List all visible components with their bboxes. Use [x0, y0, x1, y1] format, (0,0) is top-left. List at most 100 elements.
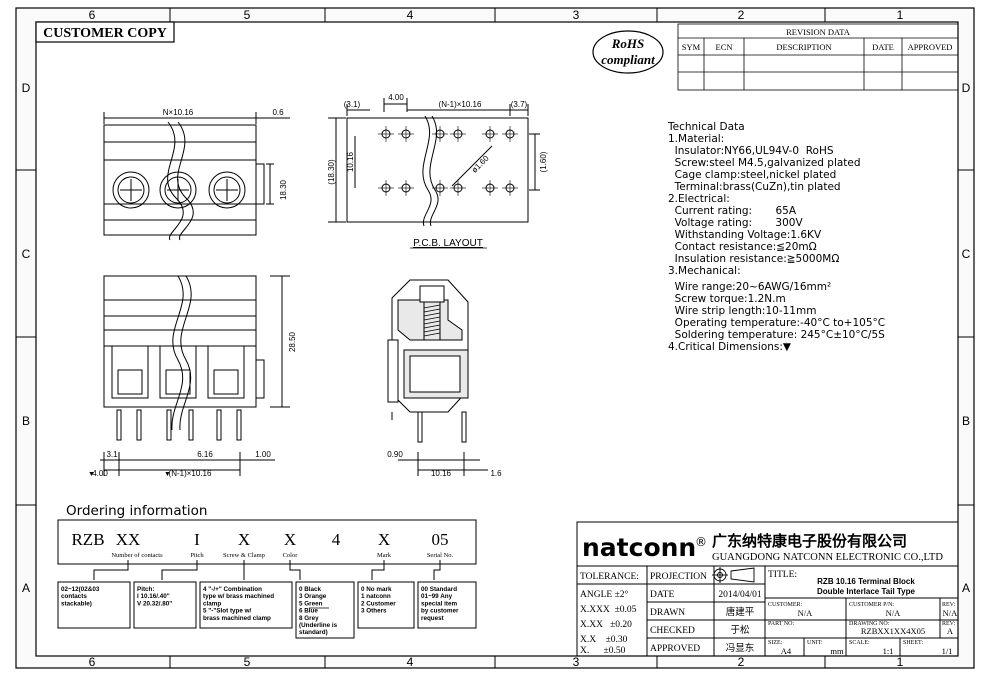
- order-option-line: type w/ brass machined: [203, 593, 274, 600]
- order-option-line: 5 "-"Slot type w/: [203, 608, 252, 615]
- date-value: 2014/04/01: [718, 590, 762, 600]
- row-left-C: C: [22, 247, 31, 261]
- order-option-line: brass machined clamp: [203, 615, 271, 622]
- tech-line: Insulation resistance:≧5000MΩ: [668, 253, 839, 265]
- code-pitch: I: [194, 530, 200, 549]
- side-pin-width-label: 1.6: [490, 469, 502, 478]
- sheet-label: SHEET:: [903, 640, 923, 646]
- order-box-contacts: [57, 581, 131, 629]
- order-box-pitch: [133, 581, 197, 629]
- row-left-B: B: [22, 414, 30, 428]
- top-edge-label: 0.6: [272, 108, 284, 117]
- rohs-badge: [592, 30, 664, 74]
- row-left-D: D: [22, 81, 31, 95]
- row-right-B: B: [962, 414, 970, 428]
- revision-title: REVISION DATA: [786, 27, 851, 37]
- checked-value: 于松: [730, 624, 750, 636]
- customer-value: N/A: [798, 608, 814, 618]
- code-serial: 05: [432, 530, 449, 549]
- pcb-row-pitch: 10.16: [346, 151, 355, 172]
- order-option-line: 00 Standard: [421, 586, 457, 593]
- revision-header-sym: SYM: [682, 42, 701, 52]
- tolerance-angle: ANGLE ±2°: [580, 589, 629, 600]
- side-view: [387, 279, 488, 476]
- order-option-line: 3 Orange: [299, 593, 327, 600]
- order-option-line: 01~99 Any: [421, 593, 453, 600]
- rev-label: REV:: [942, 621, 956, 627]
- zone-top-5: 5: [244, 8, 251, 22]
- zone-bottom-5: 5: [244, 655, 251, 669]
- front-base-span-mark: ▼: [164, 471, 171, 478]
- drawn-label: DRAWN: [650, 608, 685, 618]
- part-no-label: PART NO:: [768, 621, 794, 627]
- rohs-line1: RoHS: [611, 36, 645, 51]
- row-right-A: A: [962, 581, 970, 595]
- title-line2: Double Interlace Tail Type: [817, 587, 916, 596]
- caption-serial: Serial No.: [427, 552, 454, 559]
- pcb-right-dim: (1.60): [539, 151, 548, 172]
- order-option-line: 3 Others: [361, 608, 387, 615]
- approved-label: APPROVED: [650, 644, 700, 654]
- size-value: A4: [781, 646, 792, 656]
- title-block: [576, 521, 959, 657]
- tech-line: Screw torque:1.2N.m: [668, 293, 786, 305]
- tech-line: Withstanding Voltage:1.6KV: [668, 229, 822, 241]
- tech-line: Voltage rating: 300V: [668, 217, 803, 229]
- tech-line: Current rating: 65A: [668, 205, 797, 217]
- order-option-line: 5 Green: [299, 600, 323, 607]
- zone-top-3: 3: [573, 8, 580, 22]
- code-series: RZB: [71, 530, 104, 549]
- order-option-line: 8 Grey: [299, 615, 319, 622]
- pcb-pitch-top: 4.00: [388, 93, 404, 102]
- scale-label: SCALE:: [849, 640, 870, 646]
- order-option-line: 02~12(02&03: [61, 586, 100, 593]
- order-option-line: special item: [421, 600, 457, 607]
- rev-value-top: N/A: [943, 608, 959, 618]
- ordering-code-box: [57, 519, 477, 565]
- pcb-layout-title: P.C.B. LAYOUT: [413, 238, 483, 249]
- customer-pn-label: CUSTOMER P/N:: [849, 602, 894, 608]
- top-height-label: 18.30: [279, 179, 288, 200]
- break-line-top-2: [177, 121, 194, 241]
- customer-pn-value: N/A: [886, 608, 902, 618]
- rohs-line2: compliant: [601, 52, 655, 67]
- row-right-C: C: [962, 247, 971, 261]
- order-option-line: 1 natconn: [361, 593, 391, 600]
- sheet-value: 1/1: [942, 646, 953, 656]
- order-option-line: 2 Customer: [361, 600, 396, 607]
- tolerance-2dp: X.XX ±0.20: [580, 620, 632, 630]
- tech-line: 1.Material:: [668, 133, 724, 145]
- order-option-line: I 10.16/.40": [137, 593, 170, 600]
- title-label: TITLE:: [768, 570, 797, 580]
- tech-line: Insulator:NY66,UL94V-0 RoHS: [668, 145, 834, 157]
- front-view: [100, 275, 290, 476]
- tech-line: Wire strip length:10-11mm: [668, 305, 816, 317]
- break-line-front: [171, 275, 184, 431]
- order-option-line: 6 Blue: [299, 608, 318, 615]
- checked-label: CHECKED: [650, 626, 695, 636]
- size-label: SIZE:: [768, 640, 783, 646]
- rev-label-top: REV:: [942, 602, 956, 608]
- title-line1: RZB 10.16 Terminal Block: [817, 577, 915, 586]
- brand-logo: natconn: [582, 533, 696, 562]
- rev-value: A: [947, 626, 954, 636]
- front-pin-a: 3.1: [106, 450, 118, 459]
- front-base-left-mark: ▼: [88, 471, 95, 478]
- date-label: DATE: [650, 590, 674, 600]
- tech-line: Operating temperature:-40°C to+105°C: [668, 317, 885, 329]
- tech-line: Contact resistance:≦20mΩ: [668, 241, 817, 253]
- drawing-no-value: RZBXX1XX4X05: [861, 626, 925, 636]
- front-pin-b: 6.16: [197, 450, 213, 459]
- code-fixed: 4: [332, 530, 341, 549]
- unit-value: mm: [830, 646, 844, 656]
- drawn-value: 唐建平: [726, 606, 755, 618]
- customer-label: CUSTOMER:: [768, 602, 803, 608]
- break-line-front-2: [179, 275, 192, 431]
- code-color: X: [284, 530, 296, 549]
- revision-header-approved: APPROVED: [908, 42, 953, 52]
- order-option-line: 4 "-/+" Combination: [203, 586, 262, 593]
- pcb-span: (N-1)×10.16: [439, 100, 482, 109]
